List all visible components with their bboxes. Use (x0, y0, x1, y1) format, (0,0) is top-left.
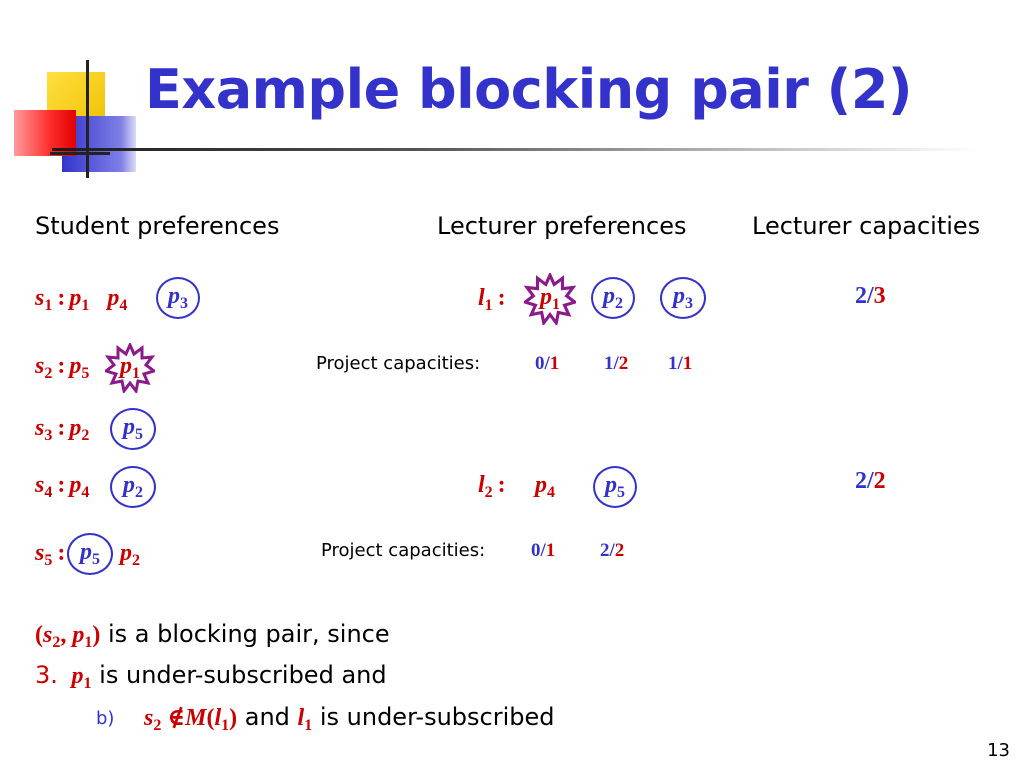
assigned-project-circle: p2 (110, 466, 156, 508)
list-marker-b: b) (96, 708, 115, 729)
student-project: p2 (120, 540, 140, 569)
project-capacity: 0/1 (535, 353, 560, 374)
logo-vertical-line (86, 60, 89, 178)
page-number: 13 (987, 740, 1010, 761)
starburst-icon (521, 271, 579, 327)
student-row-s2: s2:p5 (35, 353, 90, 382)
title-divider (52, 148, 977, 151)
assigned-project-circle: p3 (660, 277, 706, 319)
student-preferences-header: Student preferences (35, 212, 280, 240)
slide-title: Example blocking pair (2) (145, 58, 913, 121)
lecturer-capacities-header: Lecturer capacities (752, 212, 981, 240)
project-capacities-label: Project capacities: (321, 540, 486, 561)
lecturer-row-l1: l1: (478, 285, 506, 314)
project-capacity: 2/2 (600, 540, 625, 561)
list-number: 3. (35, 661, 58, 689)
student-row-s3: s3:p2 (35, 415, 90, 444)
assigned-project-circle: p5 (110, 408, 156, 450)
project-capacity: 1/2 (604, 353, 629, 374)
lecturer-capacity-l1: 2/3 (855, 283, 886, 309)
condition-item-3: 3. p1 is under-subscribed and (35, 661, 387, 692)
blocking-pair-statement: (s2, p1) is a blocking pair, since (35, 620, 390, 651)
project-capacity: 1/1 (668, 353, 693, 374)
assigned-project-circle: p5 (67, 533, 113, 575)
blocking-project-star: p1 (102, 341, 158, 395)
starburst-icon (102, 341, 158, 395)
student-row-s1: s1:p1 p4 (35, 285, 128, 314)
assigned-project-circle: p2 (591, 277, 635, 319)
student-row-s5: s5: (35, 540, 66, 569)
student-row-s4: s4:p4 (35, 472, 90, 501)
lecturer-row-l2: l2: (478, 472, 506, 501)
project-capacity: 0/1 (531, 540, 556, 561)
lecturer-preferences-header: Lecturer preferences (437, 212, 687, 240)
project-capacities-label: Project capacities: (316, 353, 481, 374)
student-label: s (35, 285, 45, 311)
blocking-project-star: p1 (521, 271, 579, 327)
lecturer-capacity-l2: 2/2 (855, 468, 886, 494)
assigned-project-circle: p5 (593, 466, 637, 508)
condition-item-b: s2 ∉M(l1) and l1 is under-subscribed (144, 703, 555, 734)
lecturer-project: p4 (535, 472, 555, 501)
assigned-project-circle: p3 (156, 277, 200, 319)
logo-horizontal-line (50, 152, 110, 155)
